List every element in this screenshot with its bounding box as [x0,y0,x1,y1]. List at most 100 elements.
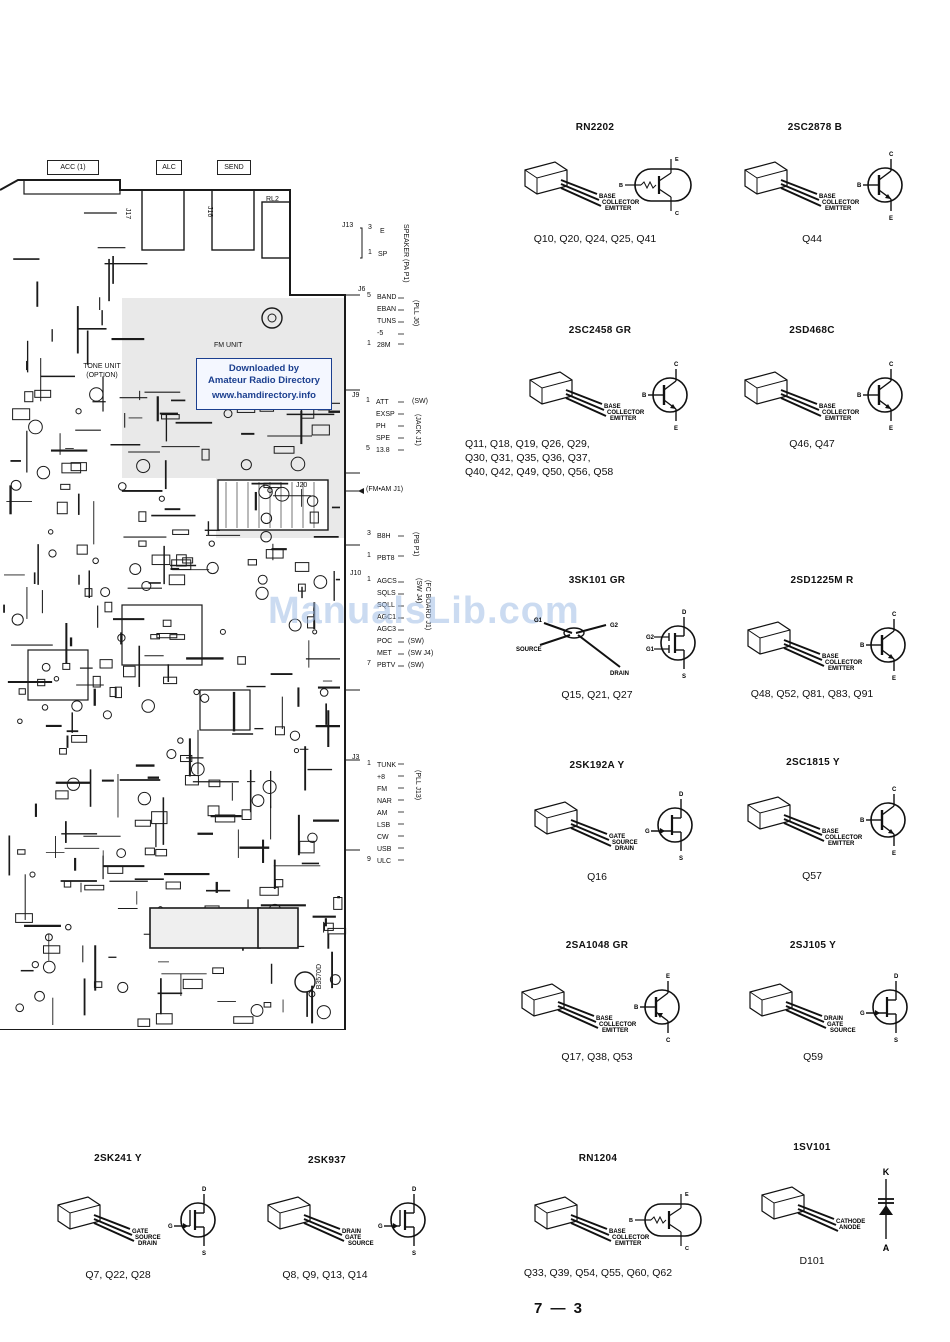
varactor-diode-symbol: KA [878,1167,894,1253]
component-part-number: RN2202 [575,122,615,133]
pin-label-source: SOURCE [830,1028,856,1034]
emitter-letter: E [892,676,896,682]
j6-side-label: (PLL J6) [412,300,419,327]
j10-sqls: SQLS [377,590,396,597]
pin-label-source: SOURCE [516,647,542,653]
jfet-symbol: DGS [860,974,908,1044]
j6-tuns: TUNS [377,318,397,325]
component-part-number: 2SK241 Y [94,1153,142,1164]
component-part-number: 2SD1225M R [790,575,854,586]
component-reference-list: Q17, Q38, Q53 [561,1051,633,1063]
board-id: B3570D [316,964,323,990]
mosfet-symbol: DGS [168,1187,216,1257]
pin-label-base: BASE [822,654,839,660]
j3-am: AM [377,810,388,817]
pbt-b8h: B8H [377,533,391,540]
j10-side-sw-poc: (SW) [408,638,424,645]
component-reference-list: Q46, Q47 [789,438,835,450]
component-reference-list: Q10, Q20, Q24, Q25, Q41 [533,233,657,245]
component-part-number: 2SJ105 Y [789,940,837,951]
pin-label-collector: COLLECTOR [602,200,640,206]
component-reference-list: Q8, Q9, Q13, Q14 [282,1269,368,1281]
collector-letter: C [674,362,679,368]
j3-usb: USB [377,846,392,853]
j10-pin1: 1 [367,576,371,583]
base-letter: B [857,183,862,189]
emitter-letter: E [892,851,896,857]
collector-letter: C [892,612,897,618]
j10-side-fc-board: (FC BOARD J1) [424,580,431,631]
j10-side-sw-j4: (SW J4) [415,578,422,604]
j9-pin5: 5 [366,445,370,452]
pin-label-base: BASE [596,1016,613,1022]
pin-label-emitter: EMITTER [828,841,855,847]
base-letter: B [629,1218,633,1224]
component-part-number: 2SA1048 GR [565,940,629,951]
pin-label-source: SOURCE [135,1235,161,1241]
pin-label-source: SOURCE [612,840,638,846]
pin-label-emitter: EMITTER [828,666,855,672]
npn-transistor-symbol: CBE [642,362,688,432]
collector-letter: C [666,1038,671,1044]
j10-poc: POC [377,638,393,645]
component-part-number: 2SD468C [789,325,835,336]
pin-label-collector: COLLECTOR [599,1022,637,1028]
pin-label-base: BASE [599,194,616,200]
pin-label-collector: COLLECTOR [822,200,860,206]
j9-ph: PH [376,423,386,430]
j9-spe: SPE [376,435,391,442]
collector-letter: C [675,211,679,217]
gate-letter: G [645,829,650,835]
source-letter: S [412,1251,416,1257]
component-reference-list: Q7, Q22, Q28 [85,1269,151,1281]
pin-label-collector: COLLECTOR [825,835,863,841]
gate1-letter: G1 [646,647,655,653]
pin-label-base: BASE [822,829,839,835]
component-reference-list: Q11, Q18, Q19, Q26, Q29, Q30, Q31, Q35, … [465,438,614,478]
pin-label-gate: GATE [609,834,625,840]
j13-pin-sp: SP [378,251,388,258]
download-url-link[interactable]: www.hamdirectory.info [212,390,316,401]
pbt-side-label: (PB P1) [412,532,419,557]
collector-letter: C [892,787,897,793]
j3-plus8: +8 [377,774,385,781]
pin-label-anode: ANODE [839,1225,861,1231]
component-part-number: 2SK937 [308,1155,346,1166]
pin-label-gate: GATE [827,1022,843,1028]
j9-side-sw: (SW) [412,398,428,405]
page-number: 7 — 3 [534,1300,585,1317]
emitter-letter: E [889,426,893,432]
pin-label-drain: DRAIN [610,671,629,677]
pin-label-collector: COLLECTOR [822,410,860,416]
digital-transistor-symbol: EBC [619,157,692,217]
j10-side-sw-pbtv: (SW) [408,662,424,669]
j6-ref: J6 [358,286,366,293]
source-letter: S [894,1038,898,1044]
jack-j17: J17 [124,208,131,220]
component-reference-list: Q15, Q21, Q27 [561,689,633,701]
source-letter: S [679,856,683,862]
pin-label-base: BASE [604,404,621,410]
j6-pin1: 1 [367,340,371,347]
anode-letter: A [883,1243,890,1253]
pbt-pin3: 3 [367,530,371,537]
component-part-number: 1SV101 [793,1142,831,1153]
pin-label-emitter: EMITTER [610,416,637,422]
npn-transistor-symbol: CBE [857,152,903,222]
j6-eban: EBAN [377,306,397,313]
drain-letter: D [202,1187,207,1193]
pin-label-emitter: EMITTER [825,206,852,212]
j9-ref: J9 [352,392,360,399]
j10-side-sw-j4-met: (SW J4) [408,650,434,657]
pin-label-gate: GATE [132,1229,148,1235]
component-part-number: RN1204 [578,1153,618,1164]
drain-letter: D [682,610,687,616]
collector-letter: C [889,362,894,368]
j10-ref: J10 [350,570,362,577]
jack-j20: J20 [296,482,308,489]
